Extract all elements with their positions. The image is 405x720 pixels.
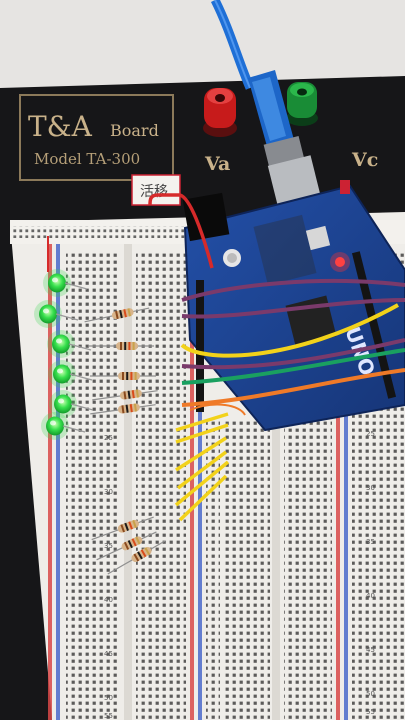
- row-number-right: 45: [366, 646, 375, 654]
- resistor: [91, 516, 154, 541]
- resistor: [92, 389, 158, 401]
- terminal-vc-label: Vc: [351, 149, 378, 171]
- top-power-rail-holes: [12, 226, 200, 238]
- resistor: [107, 540, 166, 575]
- breadboard-columns: [48, 244, 405, 720]
- resistor: [96, 531, 157, 561]
- row-number-left: 40: [104, 596, 113, 604]
- row-number-right: 30: [366, 484, 375, 492]
- red-jumper-wire: [148, 193, 214, 269]
- green-led: [41, 412, 86, 440]
- usb-cable: [210, 0, 321, 205]
- board-word: Board: [110, 121, 159, 140]
- resistors: [84, 307, 166, 575]
- model-text: Model TA-300: [34, 150, 140, 168]
- brand-text: T&A: [28, 110, 93, 143]
- resistor: [90, 372, 156, 380]
- green-led: [48, 360, 93, 388]
- row-number-left: 35: [104, 542, 113, 550]
- yellow-short-jumpers: [174, 412, 230, 522]
- jumper-wires: [180, 279, 405, 416]
- row-number-right: 50: [366, 690, 375, 698]
- row-number-left: 45: [104, 650, 113, 658]
- green-led: [47, 330, 92, 358]
- row-number-left: 50: [104, 694, 113, 702]
- terminal-va-label: Va: [204, 153, 230, 175]
- green-led: [34, 300, 79, 328]
- sticker-text: 活移: [140, 184, 168, 200]
- green-led: [43, 269, 88, 297]
- green-led: [49, 390, 94, 418]
- row-numbers-right: 25 30 35 40 45 50 55: [366, 430, 375, 716]
- row-number-right: 55: [366, 708, 375, 716]
- resistor: [88, 342, 154, 350]
- resistor: [90, 403, 156, 415]
- brand-plate: [19, 94, 174, 181]
- row-number-right: 40: [366, 592, 375, 600]
- row-number-right: 35: [366, 538, 375, 546]
- handwritten-sticker: [131, 174, 181, 206]
- terminal-green: [286, 82, 318, 126]
- led-column: [34, 269, 94, 440]
- resistor: [84, 307, 150, 323]
- row-numbers-left: 25 30 35 40 45 50 55: [104, 434, 113, 720]
- row-number-left: 25: [104, 434, 113, 442]
- terminal-red: [203, 88, 237, 137]
- row-number-right: 25: [366, 430, 375, 438]
- row-number-left: 30: [104, 488, 113, 496]
- row-number-left: 55: [104, 712, 113, 720]
